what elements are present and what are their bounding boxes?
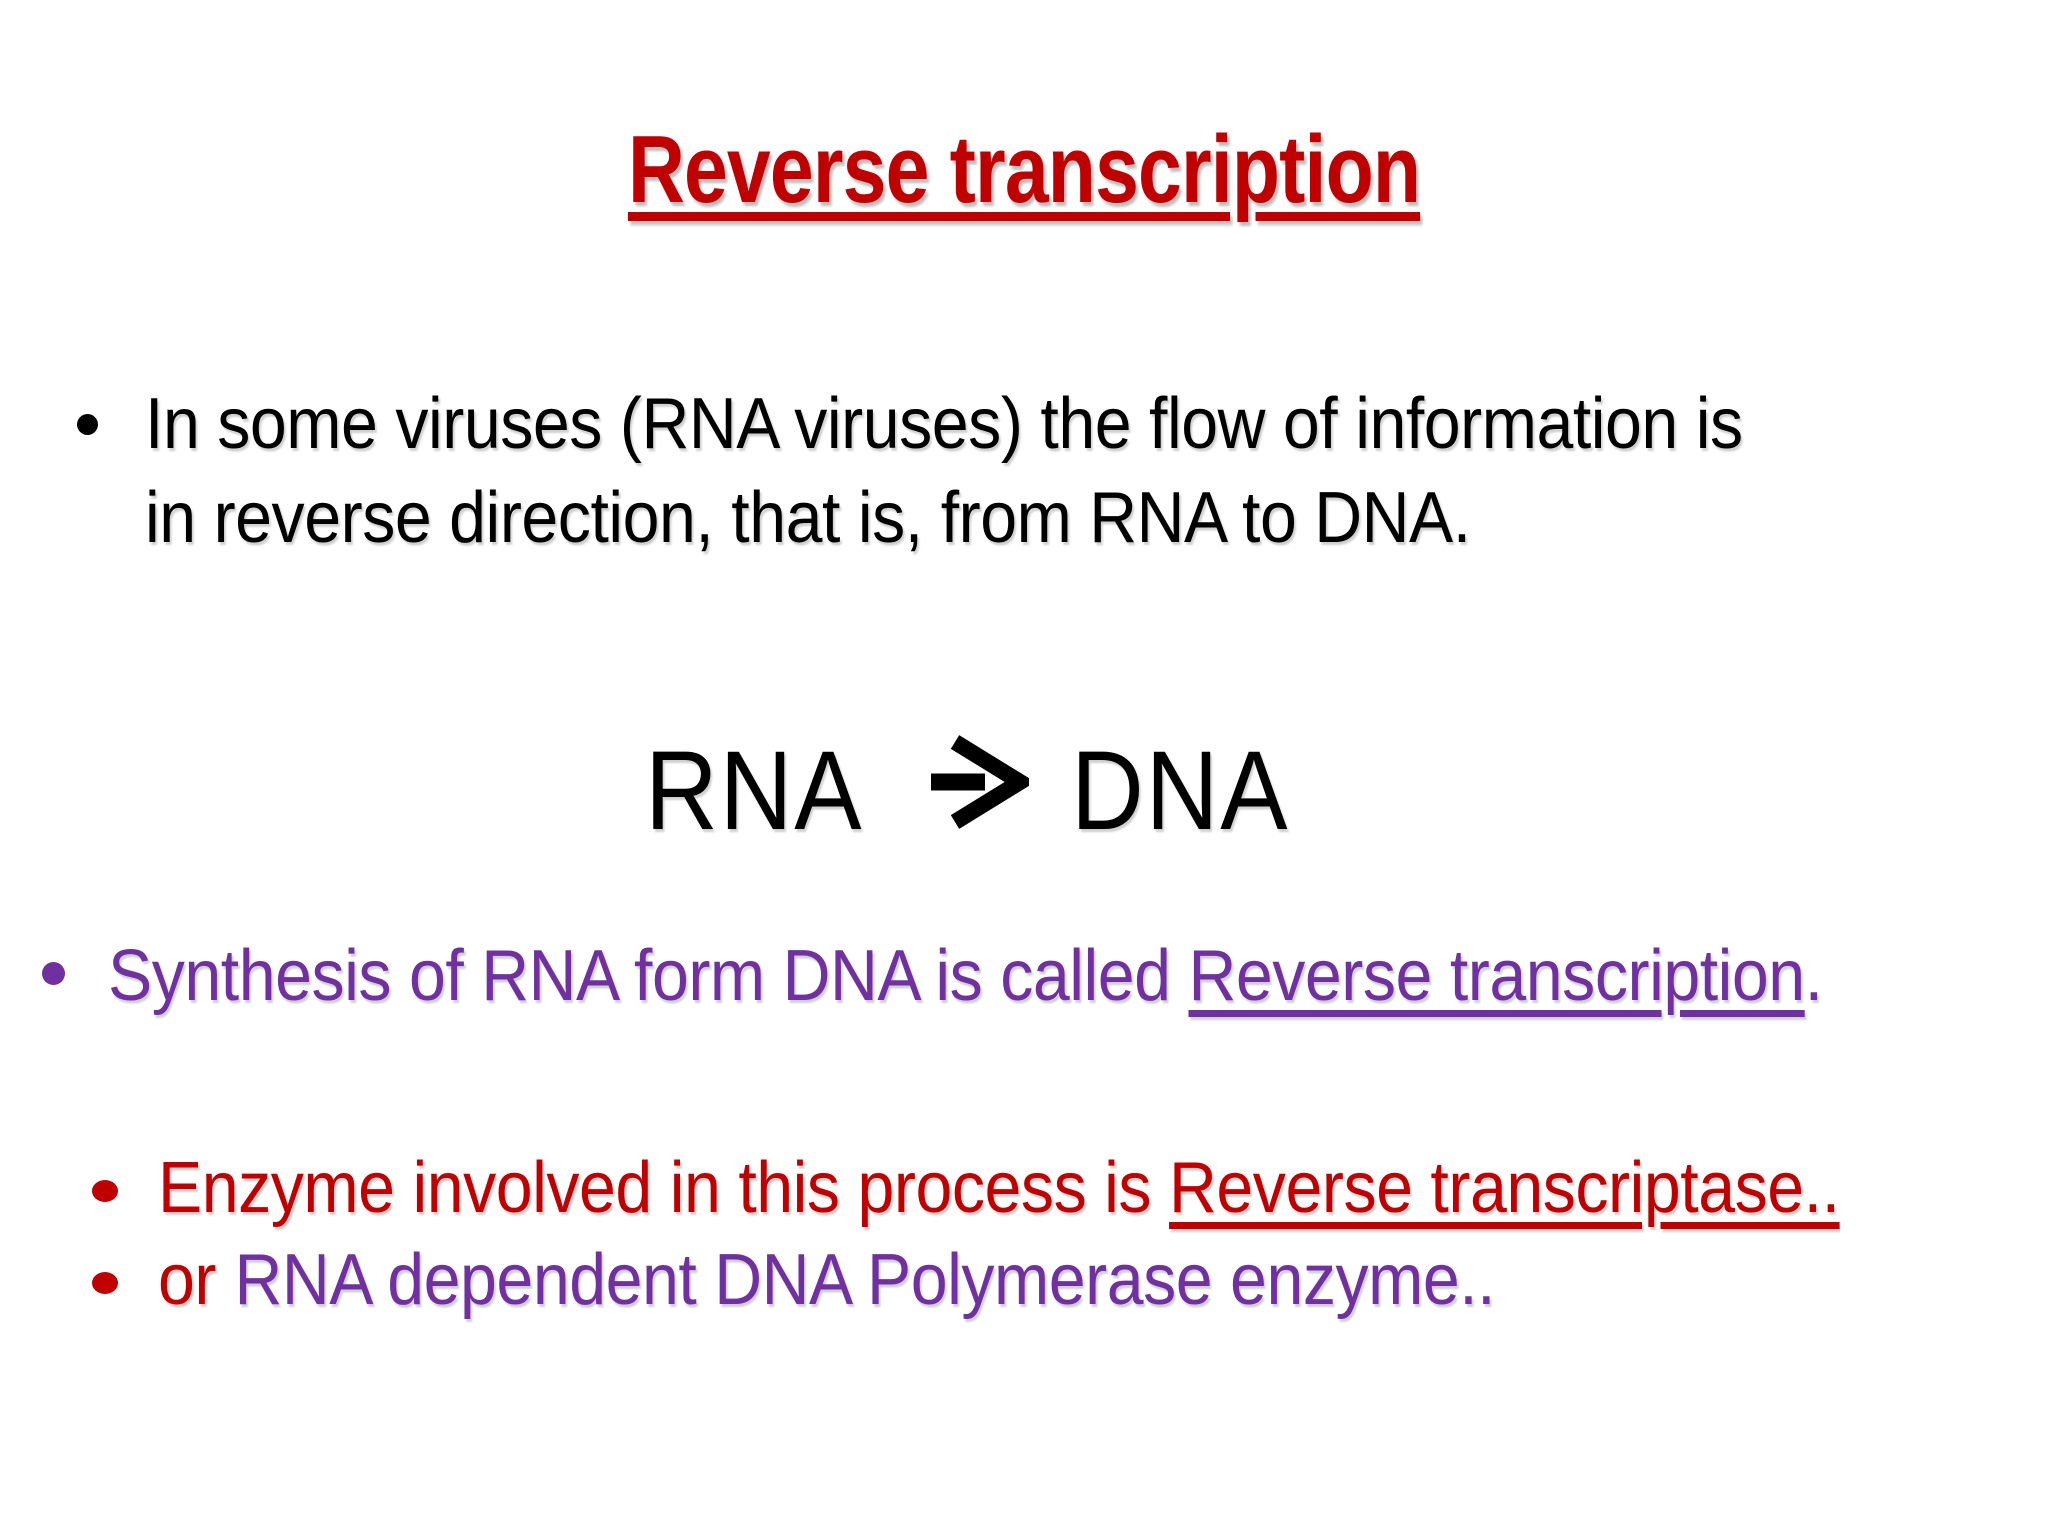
bullet-text-suffix: . [1804,936,1823,1016]
bullet-dot [77,414,98,435]
bullet-line: In some viruses (RNA viruses) the flow o… [145,384,1743,464]
bullet-dot [92,1180,118,1202]
formula-right-term: DNA [1071,728,1290,853]
bullet-text-underlined: Reverse transcriptase.. [1169,1148,1840,1228]
bullet-text-lead: or [158,1240,216,1320]
bullet-text-rest: RNA dependent DNA Polymerase enzyme.. [234,1240,1496,1320]
title-row: Reverse transcription [0,112,2048,227]
bullet-dot [42,962,65,985]
right-arrow-icon [927,733,1036,849]
bullet-dot [92,1272,118,1294]
bullet-text-underlined: Reverse transcription [1188,936,1805,1016]
page-title: Reverse transcription [627,116,1421,223]
formula-rna-to-dna: RNA DNA [645,733,1314,849]
formula-left-term: RNA [645,728,864,853]
bullet-text-prefix: Synthesis of RNA form DNA is called [108,936,1189,1016]
bullet-item-enzyme: Enzyme involved in this process is Rever… [158,1142,1840,1236]
bullet-item-synthesis: Synthesis of RNA form DNA is called Reve… [108,930,1823,1024]
bullet-item-info-flow: In some viruses (RNA viruses) the flow o… [145,378,1743,565]
bullet-line: in reverse direction, that is, from RNA … [145,477,1471,558]
bullet-text-prefix: Enzyme involved in this process is [158,1148,1170,1228]
